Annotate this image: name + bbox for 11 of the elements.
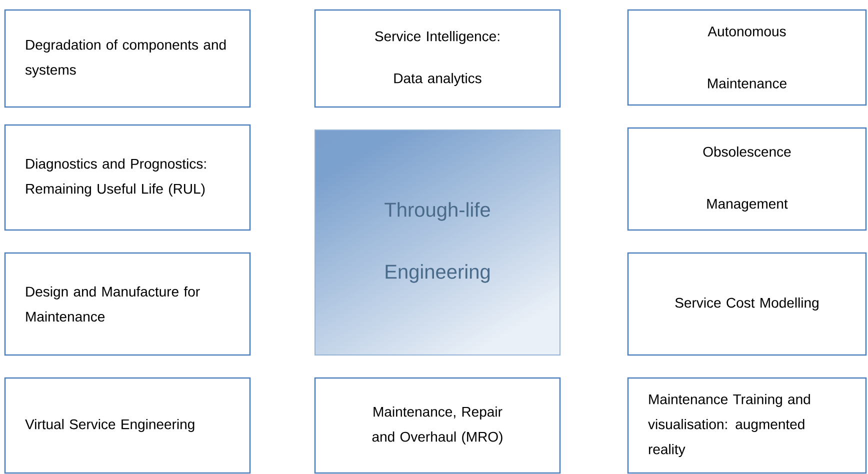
service-box: Maintenance, Repair and Overhaul (MRO) [314, 377, 561, 474]
service-box: Design and Manufacture for Maintenance [4, 252, 251, 356]
service-box: Virtual Service Engineering [4, 377, 251, 474]
service-box: Obsolescence Management [627, 127, 867, 231]
central-box: Through-life Engineering [314, 130, 560, 356]
service-box: Autonomous Maintenance [627, 9, 867, 106]
service-box: Service Intelligence: Data analytics [314, 9, 561, 108]
service-box: Maintenance Training and visualisation: augmented reality [627, 377, 867, 474]
service-box: Service Cost Modelling [627, 252, 867, 356]
service-box: Degradation of components and systems [4, 9, 251, 108]
service-box: Diagnostics and Prognostics: Remaining Useful Life (RUL) [4, 124, 251, 231]
